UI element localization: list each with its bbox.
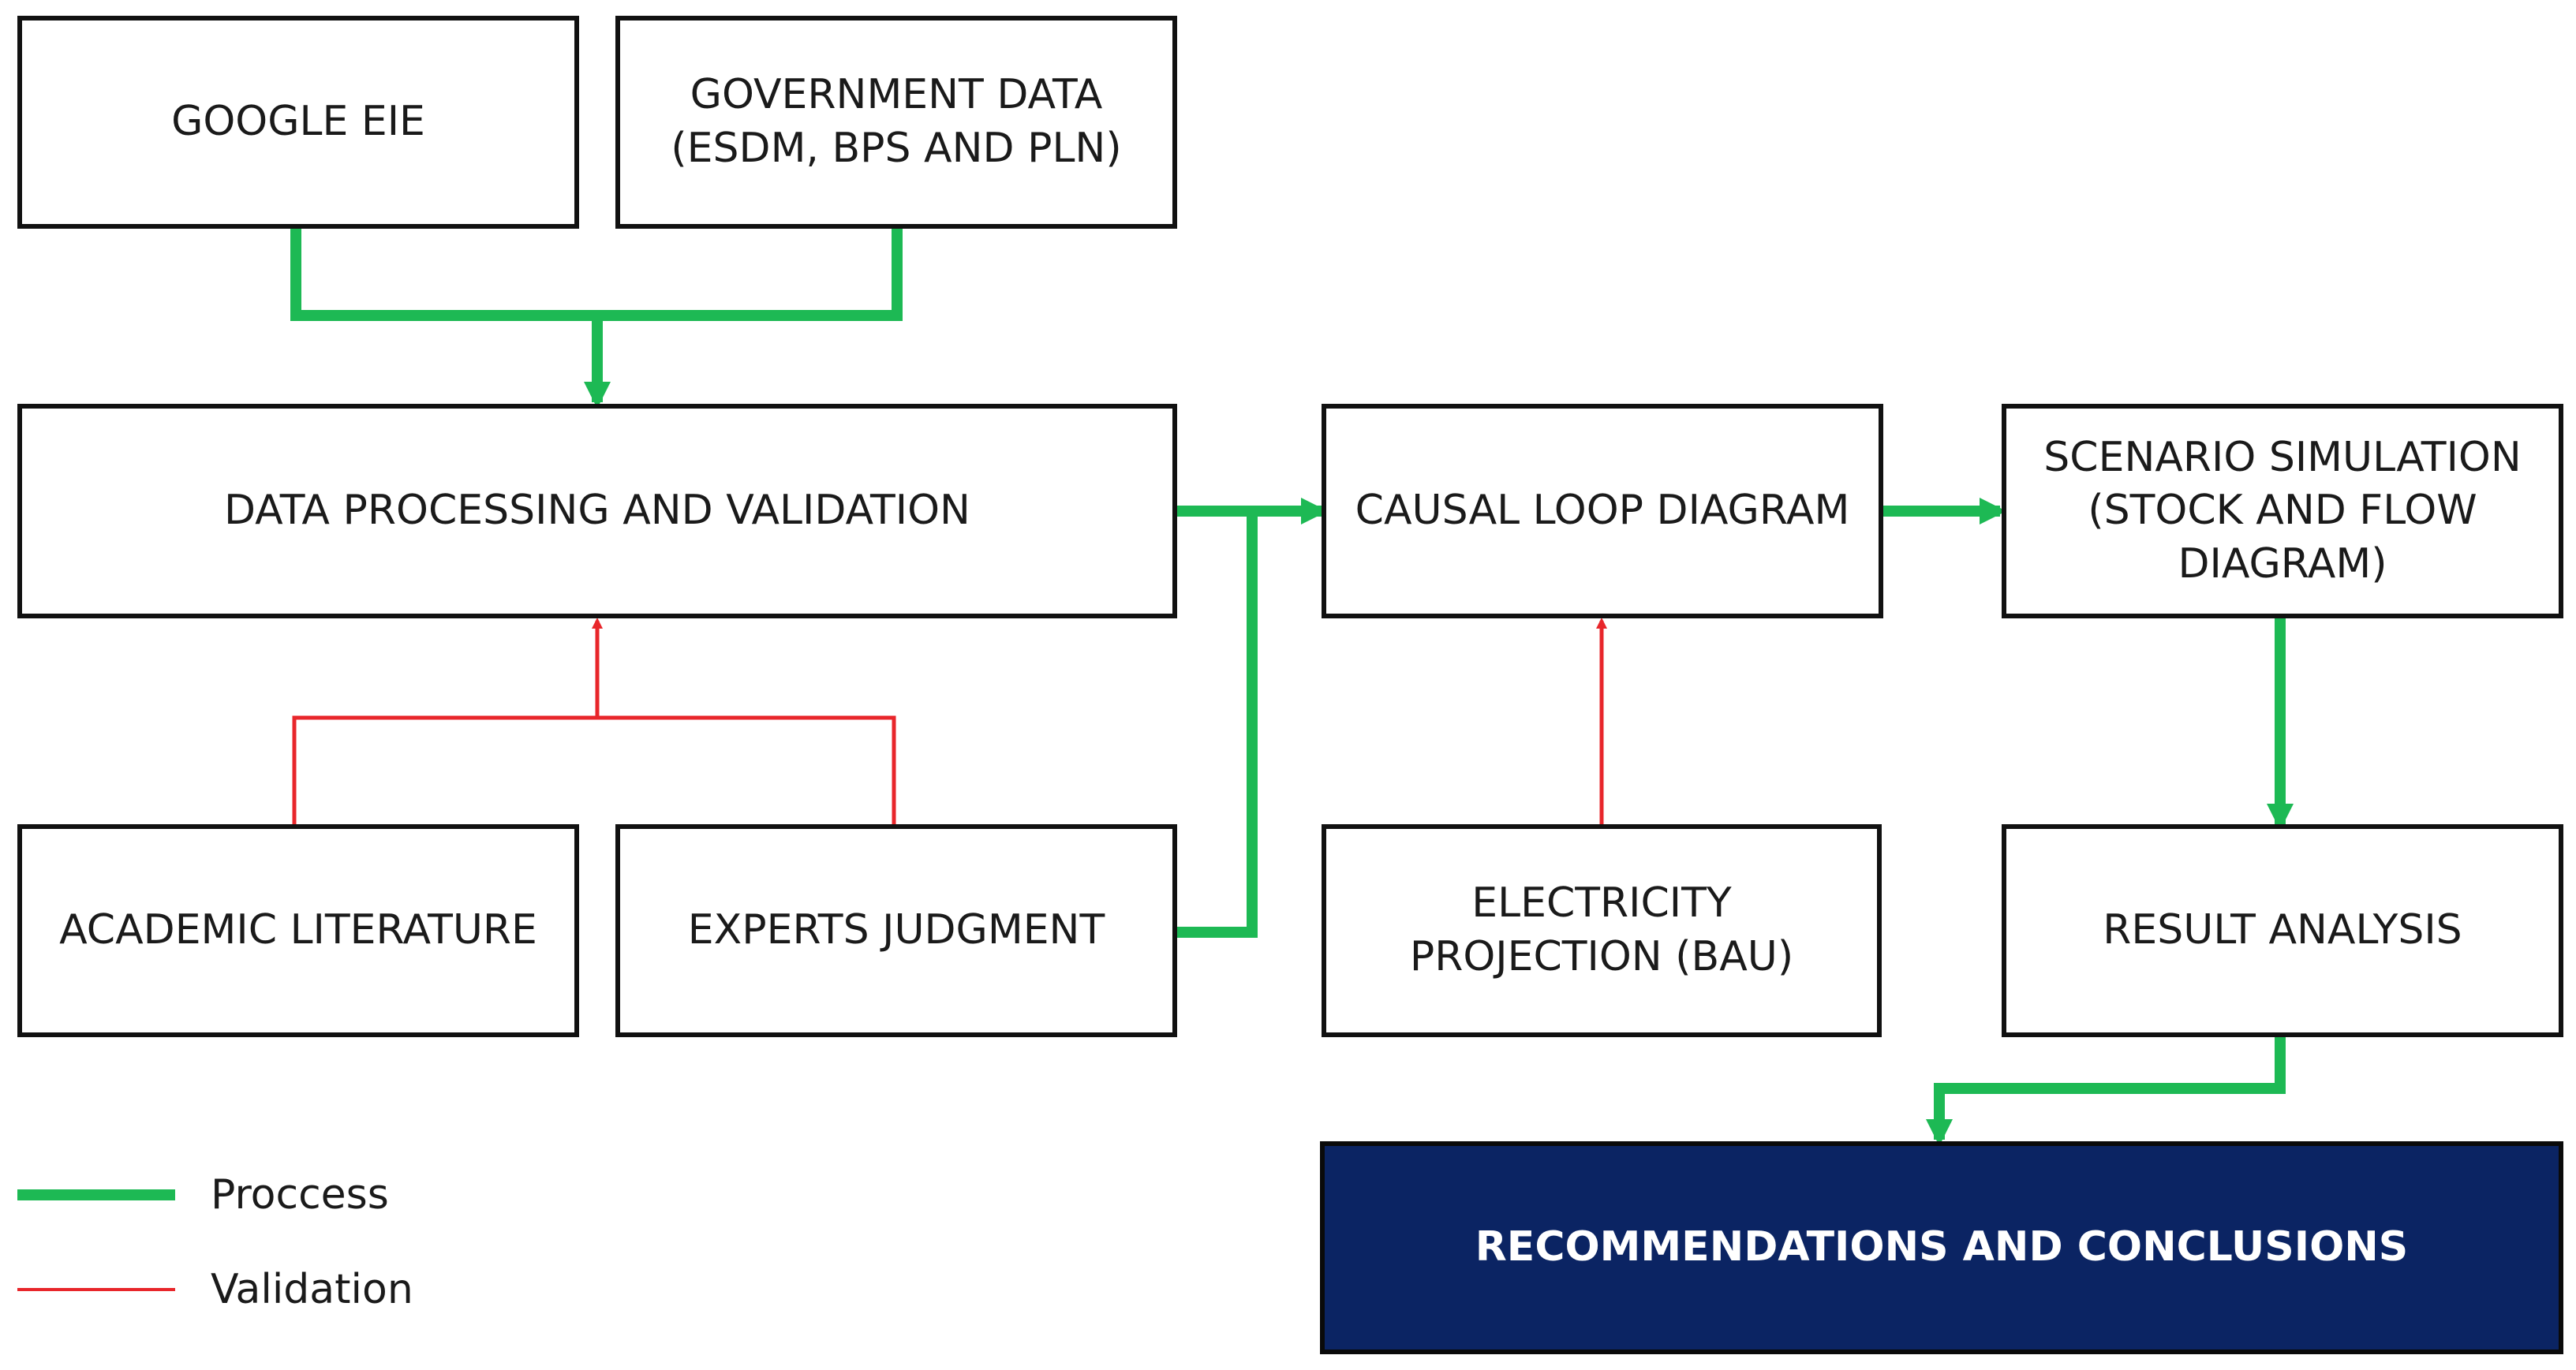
node-electricity-projection: ELECTRICITY PROJECTION (BAU) [1322,824,1882,1037]
node-data-processing: DATA PROCESSING AND VALIDATION [17,404,1177,618]
node-academic-literature: ACADEMIC LITERATURE [17,824,579,1037]
node-recommendations-and-conclusions: RECOMMENDATIONS AND CONCLUSIONS [1320,1141,2563,1354]
node-google-eie: GOOGLE EIE [17,16,579,229]
process-arrow-sources-to-processing [290,226,903,321]
legend-validation-swatch [17,1288,175,1291]
node-causal-loop-diagram-label: CAUSAL LOOP DIAGRAM [1355,487,1850,535]
legend-process: Proccess [17,1171,389,1219]
node-result-analysis: RESULT ANALYSIS [2002,824,2563,1037]
node-causal-loop-diagram: CAUSAL LOOP DIAGRAM [1322,404,1883,618]
node-experts-judgment-label: EXPERTS JUDGMENT [687,906,1105,954]
process-arrow-experts-to-causal-loop [1176,511,1258,938]
node-google-eie-label: GOOGLE EIE [171,98,425,146]
node-government-data-label: GOVERNMENT DATA (ESDM, BPS AND PLN) [671,71,1122,172]
legend-process-swatch [17,1189,175,1200]
legend-validation: Validation [17,1266,413,1313]
node-scenario-simulation-label: SCENARIO SIMULATION (STOCK AND FLOW DIAG… [2043,433,2522,588]
node-result-analysis-label: RESULT ANALYSIS [2103,906,2462,954]
node-data-processing-label: DATA PROCESSING AND VALIDATION [224,487,970,535]
process-arrow-result-to-recommendations [1934,1036,2286,1112]
node-academic-literature-label: ACADEMIC LITERATURE [59,906,537,954]
legend-process-label: Proccess [211,1171,389,1219]
legend-validation-label: Validation [211,1266,413,1313]
node-scenario-simulation: SCENARIO SIMULATION (STOCK AND FLOW DIAG… [2002,404,2563,618]
node-electricity-projection-label: ELECTRICITY PROJECTION (BAU) [1409,879,1794,980]
node-experts-judgment: EXPERTS JUDGMENT [615,824,1177,1037]
node-government-data: GOVERNMENT DATA (ESDM, BPS AND PLN) [615,16,1177,229]
validation-arrow-literature-experts-to-processing [292,715,896,824]
node-recommendations-and-conclusions-label: RECOMMENDATIONS AND CONCLUSIONS [1475,1223,2409,1271]
